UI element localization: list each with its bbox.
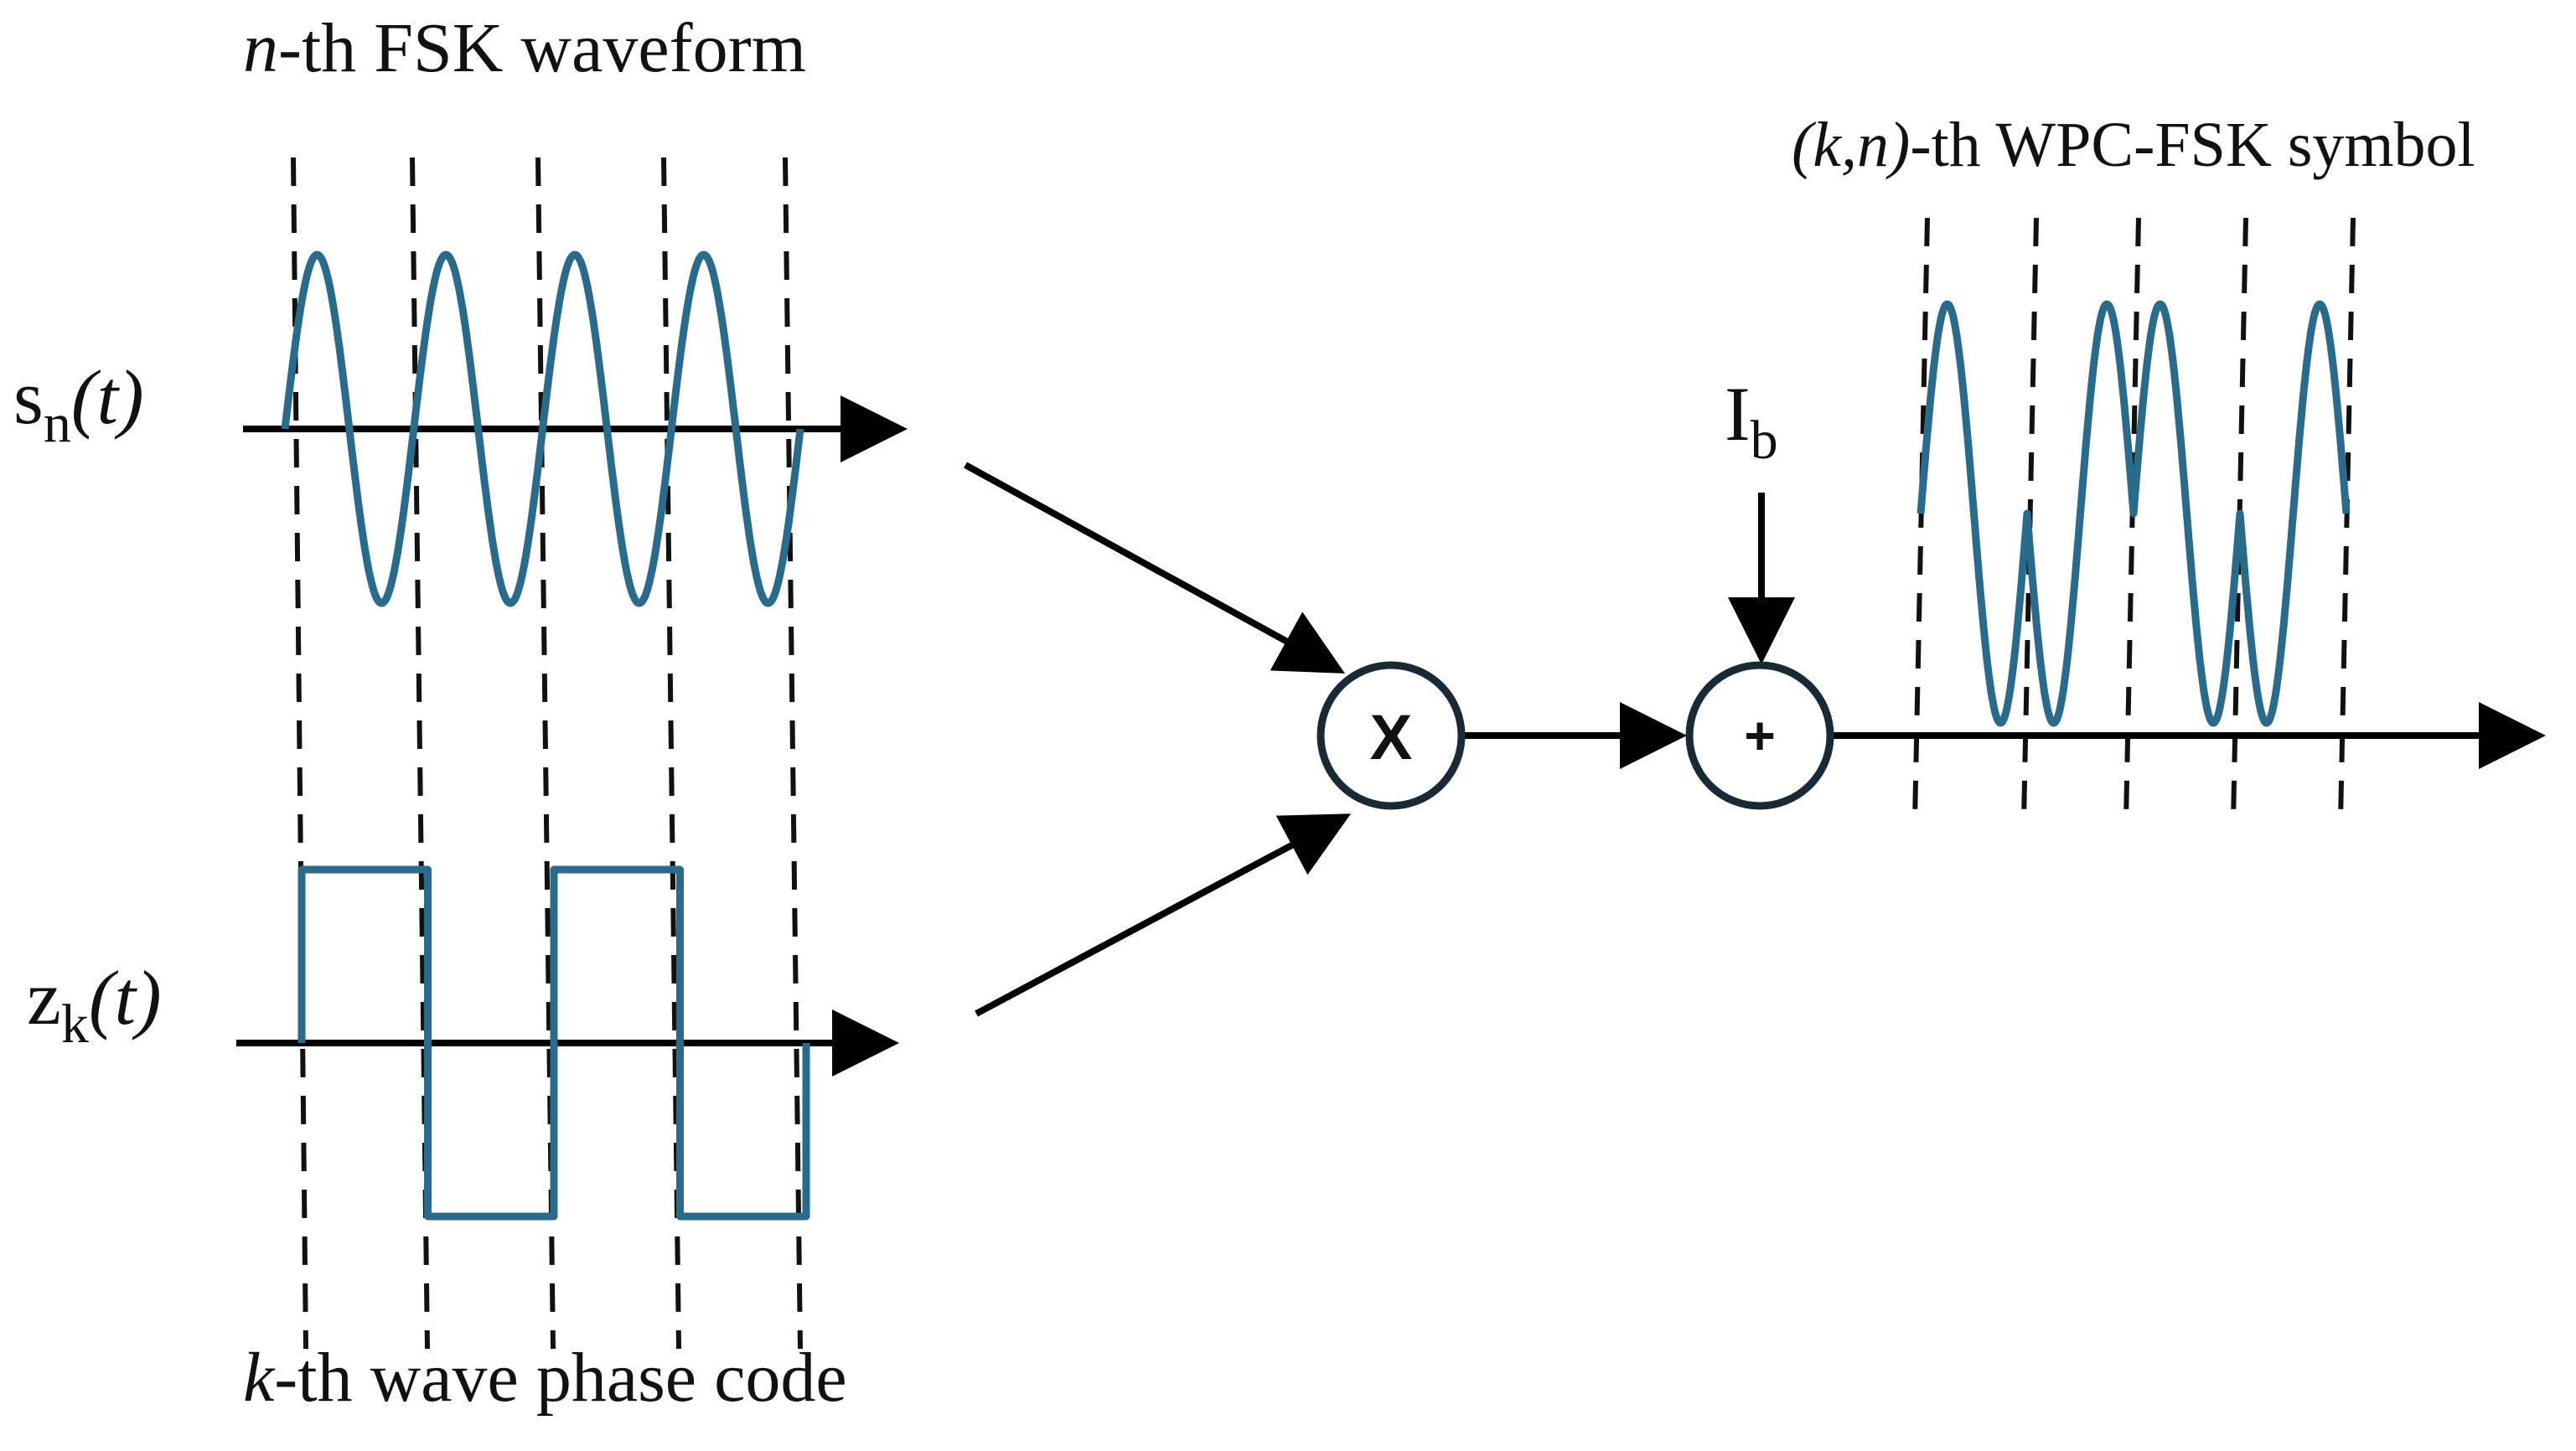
symbol-title-rest: -th WPC-FSK symbol — [1910, 110, 2475, 180]
fsk-to-multiplier-arrow — [964, 462, 1346, 674]
fsk-waveform-title: n-th FSK waveform — [243, 9, 806, 87]
guide-line — [1912, 217, 1930, 822]
adder-symbol: + — [1744, 705, 1775, 766]
fsk-waveform — [281, 250, 804, 607]
wpc-fsk-symbol-waveform — [1916, 300, 2351, 727]
s-n-sub: n — [44, 393, 71, 454]
guide-line — [783, 157, 803, 1350]
multiplier-circle — [1316, 661, 1466, 810]
adder-circle — [1685, 661, 1834, 810]
phase-code-waveform — [297, 865, 810, 1221]
bias-base: I — [1725, 371, 1751, 457]
code-to-multiplier-arrow — [975, 813, 1352, 1017]
adder-node: + — [1685, 661, 1834, 810]
z-k-label: zk(t) — [27, 955, 162, 1055]
wave-phase-code-title: k-th wave phase code — [243, 1339, 847, 1417]
guide-line — [2123, 217, 2141, 822]
fsk-title-var: n — [243, 9, 278, 87]
s-n-label: sn(t) — [13, 354, 144, 454]
fsk-title-rest: -th FSK waveform — [278, 9, 806, 87]
z-k-base: z — [27, 955, 61, 1040]
multiplier-node: X — [1316, 661, 1466, 810]
multiplier-symbol: X — [1370, 702, 1413, 773]
z-k-arg: (t) — [89, 955, 162, 1040]
symbol-title-var: (k,n) — [1792, 110, 1910, 180]
code-title-rest: -th wave phase code — [274, 1339, 846, 1417]
guide-line — [2338, 217, 2356, 822]
bias-sub: b — [1751, 410, 1778, 471]
z-k-sub: k — [61, 994, 89, 1055]
s-n-arg: (t) — [71, 354, 144, 440]
bias-label: Ib — [1725, 371, 1778, 471]
wpc-fsk-symbol-title: (k,n)-th WPC-FSK symbol — [1792, 110, 2475, 180]
symbol-guide-lines — [1912, 217, 2356, 822]
code-title-var: k — [243, 1339, 276, 1417]
s-n-base: s — [13, 354, 44, 440]
